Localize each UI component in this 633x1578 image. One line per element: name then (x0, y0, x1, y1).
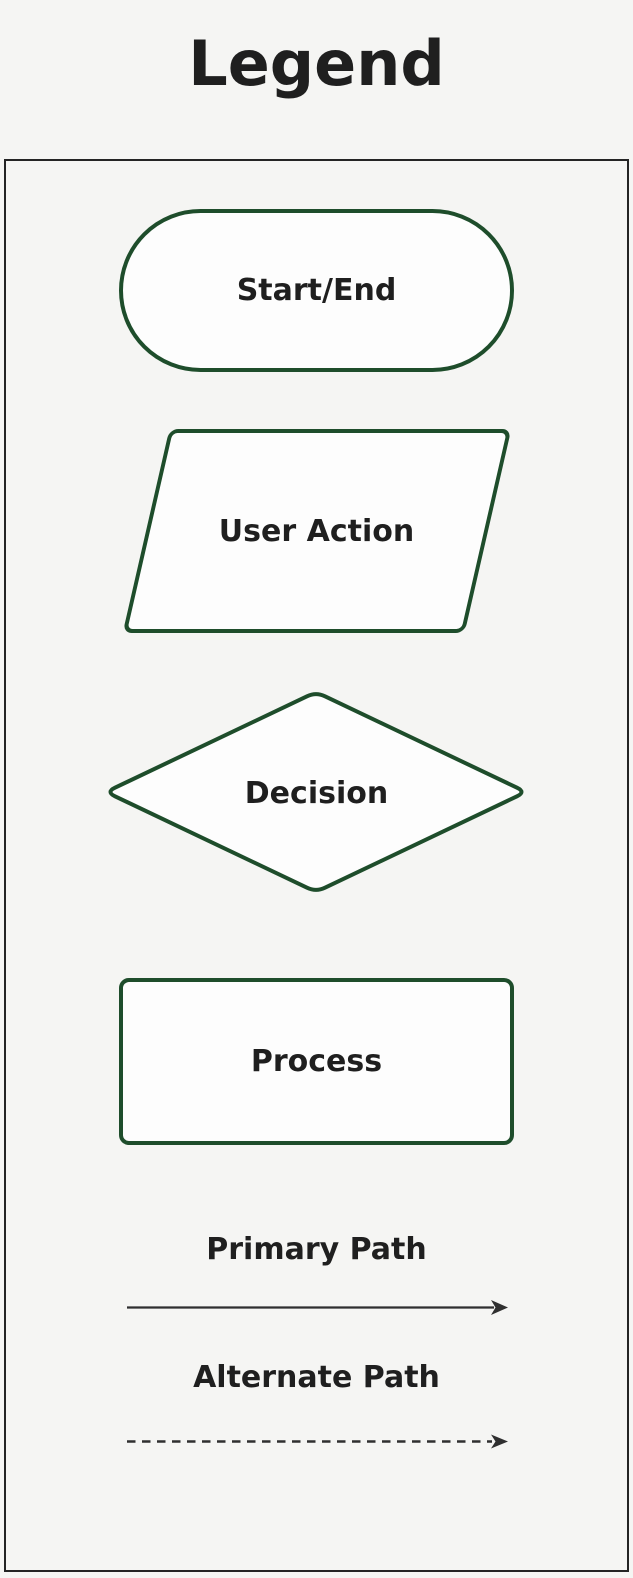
legend-item-decision: Decision (6, 688, 627, 898)
process-shape: Process (119, 978, 514, 1145)
primary-path-label: Primary Path (206, 1232, 427, 1267)
legend-item-start-end: Start/End (6, 209, 627, 372)
primary-path-row (6, 1299, 627, 1316)
user-action-shape: User Action (122, 429, 512, 633)
alternate-path-label: Alternate Path (193, 1360, 440, 1395)
start-end-shape: Start/End (119, 209, 514, 372)
legend-item-user-action: User Action (6, 429, 627, 633)
dashed-arrow-icon (126, 1434, 508, 1449)
legend-item-process: Process (6, 978, 627, 1145)
parallelogram-outline (122, 429, 511, 633)
start-end-label: Start/End (236, 273, 397, 308)
legend-title: Legend (188, 27, 445, 100)
diamond-outline (108, 692, 523, 892)
decision-shape: Decision (102, 688, 532, 898)
alternate-path-row (6, 1433, 627, 1450)
solid-arrow-icon (126, 1300, 508, 1315)
process-label: Process (250, 1044, 383, 1079)
legend-panel: Start/End User Action Decision Process (4, 159, 629, 1572)
